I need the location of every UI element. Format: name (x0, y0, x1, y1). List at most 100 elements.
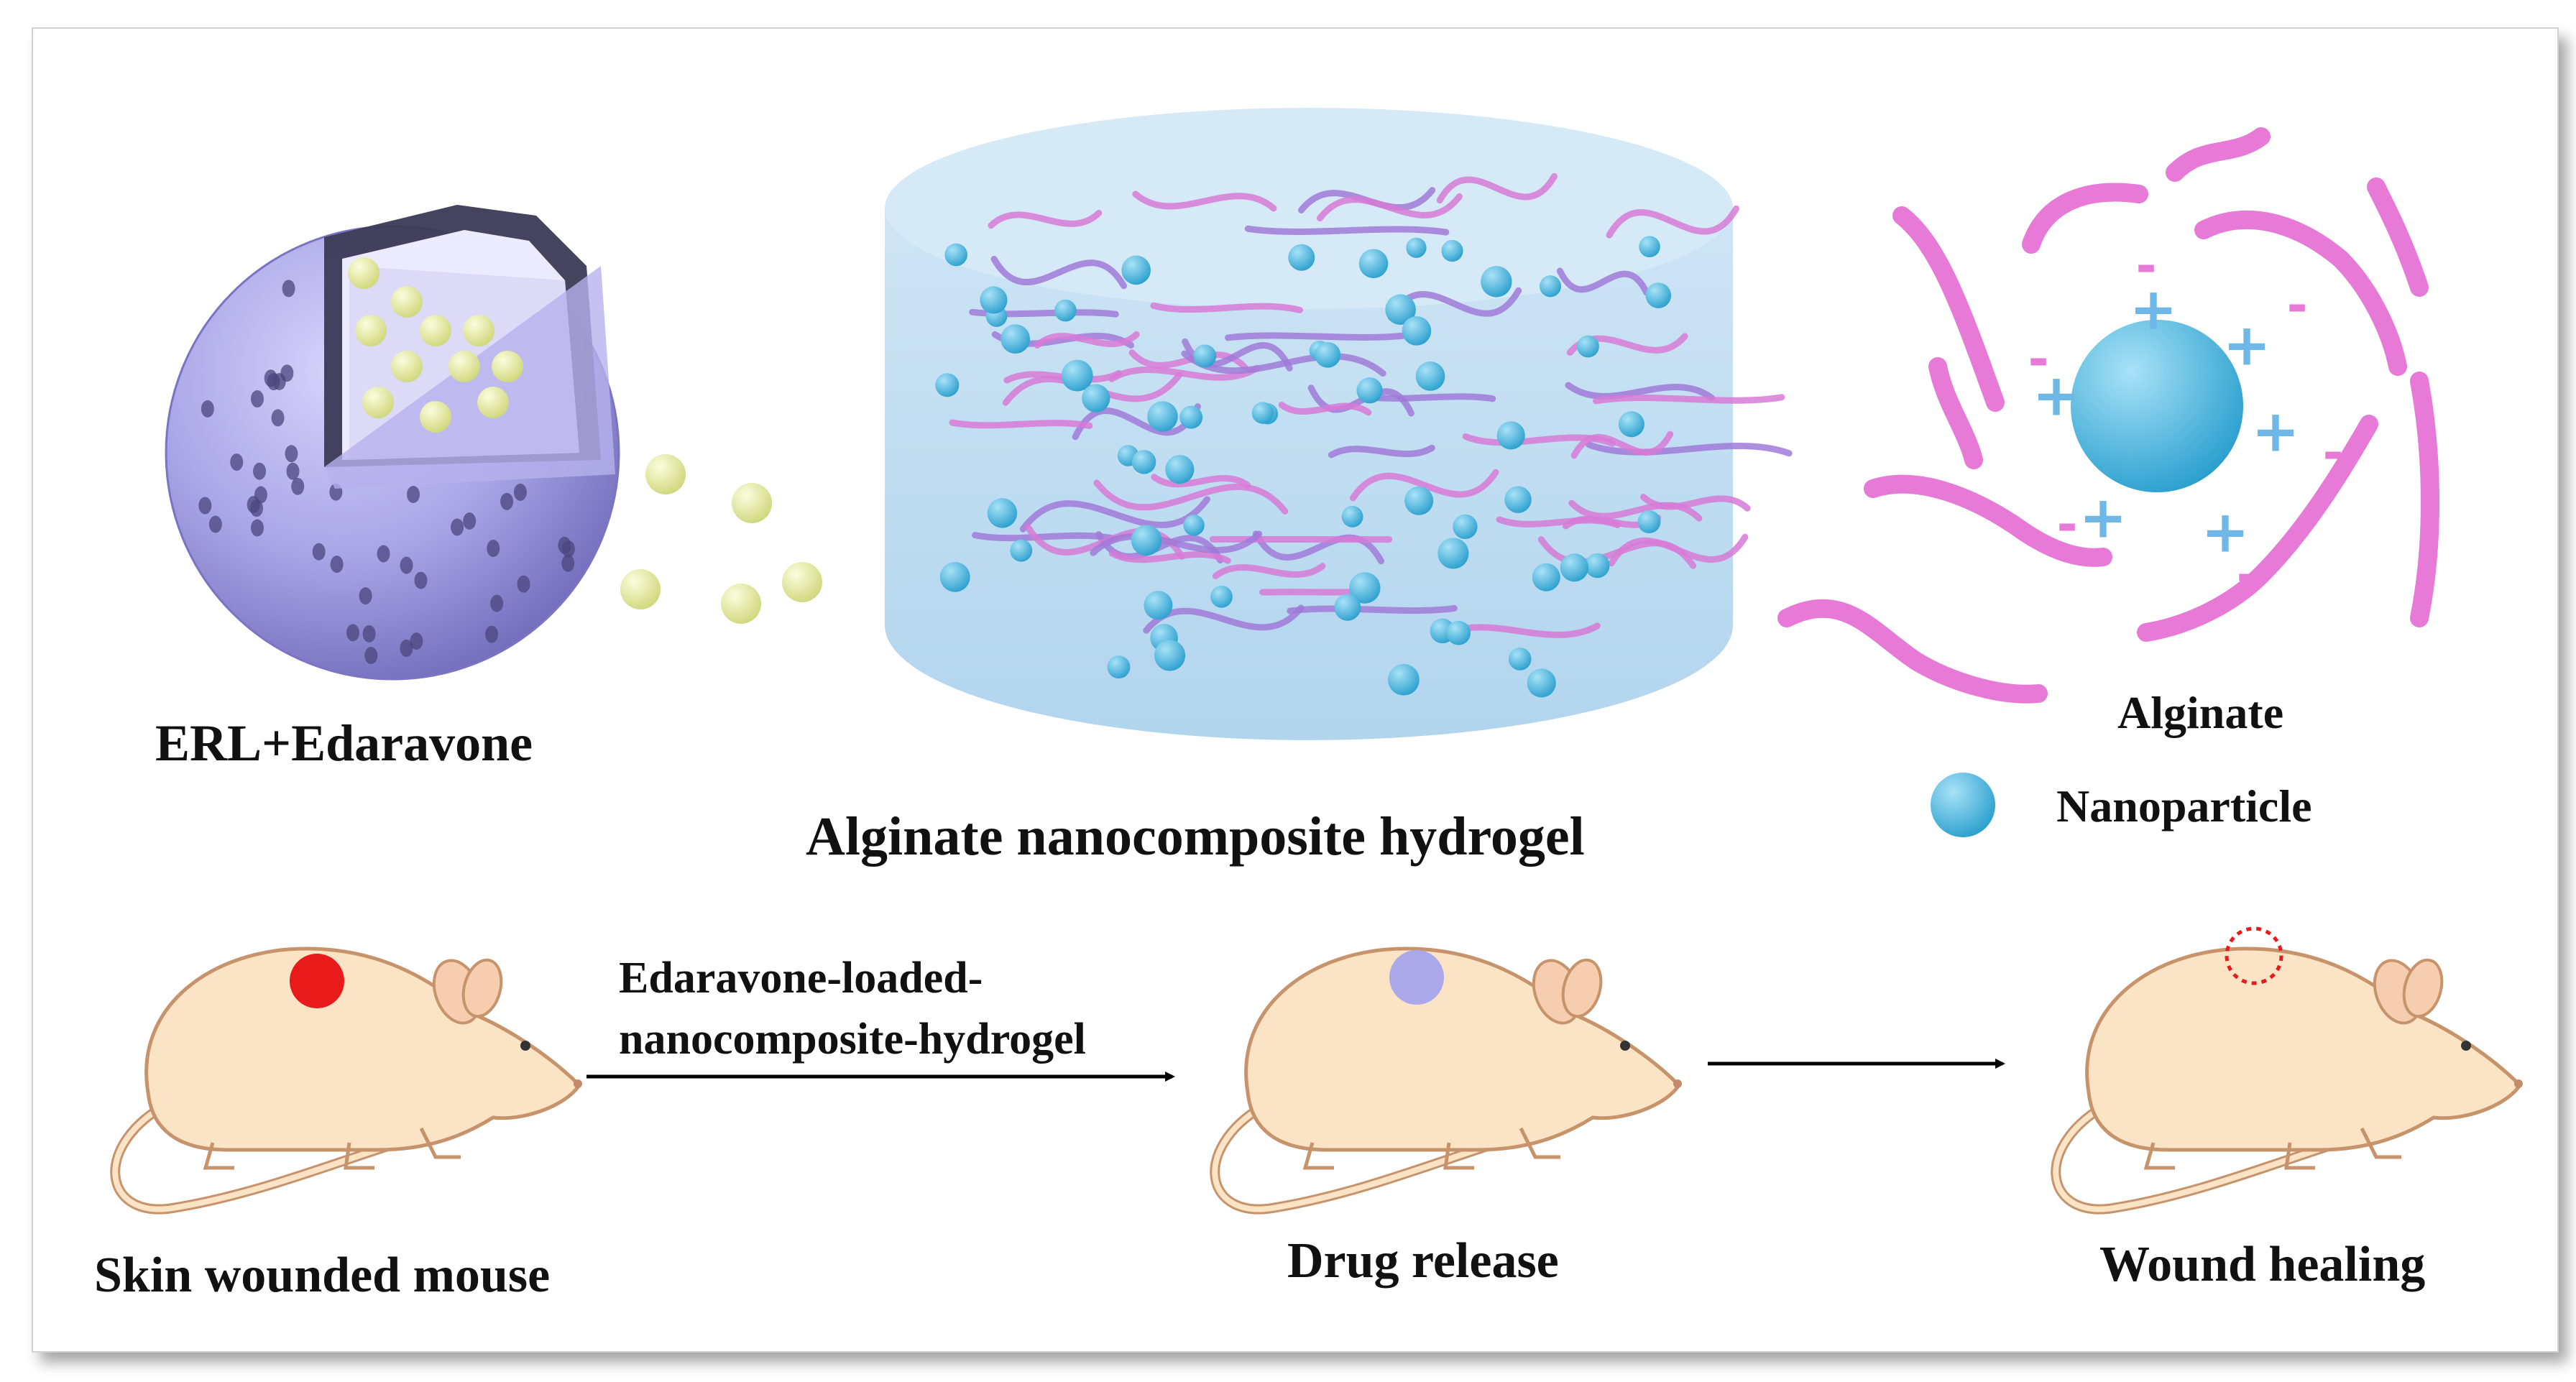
drug-release-label: Drug release (1287, 1233, 1559, 1289)
negative-charge: - (2135, 236, 2156, 295)
drug-particle (355, 315, 387, 346)
mouse-leg (2143, 1142, 2175, 1170)
encapsulated-drug (348, 257, 523, 433)
gel-nanoparticle (1121, 255, 1151, 285)
pore (400, 556, 413, 574)
mouse-eye (1620, 1041, 1630, 1051)
pore (253, 462, 267, 480)
pore (362, 625, 376, 642)
alginate-np-interaction: ++++++------ (1864, 127, 2439, 642)
drug-particle (391, 351, 423, 382)
released-drug (721, 584, 761, 624)
drug-particle (391, 286, 423, 318)
gel-nanoparticle (1645, 282, 1672, 308)
gel-nanoparticle (1385, 294, 1416, 326)
gel-nanoparticle (1210, 585, 1233, 608)
pore (254, 486, 267, 504)
pore (359, 587, 372, 605)
gel-nanoparticle (1054, 299, 1077, 322)
gel-nanoparticle (1388, 663, 1420, 696)
alginate-strand (1892, 206, 2005, 412)
gel-nanoparticle (1402, 316, 1432, 346)
released-drug (645, 454, 686, 494)
alginate-fiber (1181, 350, 1386, 377)
gel-nanoparticle (1082, 384, 1110, 413)
mouse-body (1244, 946, 1682, 1152)
alginate-fiber (1150, 302, 1303, 313)
positive-charge: + (2129, 276, 2177, 343)
alginate-fiber (1151, 474, 1251, 489)
mouse-leg (2360, 1127, 2401, 1159)
drug-particle (492, 351, 523, 382)
schematic-diagram: ++++++------ (110, 108, 2523, 1215)
figure-frame: ++++++------ ERL+Edaravone Alginate nano… (32, 27, 2559, 1353)
alginate-fiber (1586, 441, 1793, 457)
pore (291, 477, 305, 495)
gel-nanoparticle (1577, 335, 1599, 358)
arrow-label-line2: nanocomposite-hydrogel (619, 1015, 1086, 1064)
pore (230, 453, 244, 471)
erl-edaravone-label: ERL+Edaravone (155, 714, 533, 772)
gel-nanoparticle (1406, 237, 1427, 258)
gel-nanoparticle (1179, 405, 1203, 429)
alginate-fiber (1252, 530, 1384, 565)
legend-nanoparticle-swatch (1931, 773, 1995, 837)
gel-nanoparticle (1504, 486, 1532, 513)
liposome-sphere (165, 205, 620, 681)
wound-healing-label: Wound healing (2099, 1237, 2426, 1292)
pore (282, 280, 295, 298)
skin-wounded-mouse-label: Skin wounded mouse (94, 1248, 551, 1303)
gel-nanoparticle (944, 243, 967, 267)
mouse-body (2085, 946, 2523, 1152)
gel-nanoparticle (1288, 244, 1315, 271)
gel-nanoparticle (1144, 591, 1173, 620)
gel-nanoparticle (1508, 648, 1532, 671)
alginate-network (949, 172, 1793, 640)
pore (377, 545, 390, 563)
gel-nanoparticle (1356, 377, 1383, 404)
gel-nanoparticle (1441, 240, 1463, 262)
alginate-fiber (1496, 516, 1621, 528)
gel-nanoparticle (1334, 594, 1361, 621)
legend (1777, 599, 2048, 837)
alginate-fiber (1072, 403, 1201, 441)
alginate-fiber (1606, 205, 1740, 239)
alginate-fiber (972, 532, 1118, 542)
pore (463, 512, 477, 530)
gel-nanoparticle (1481, 266, 1512, 298)
mouse-leg (2284, 1142, 2315, 1170)
pore (451, 518, 464, 536)
gel-nanoparticle (1527, 668, 1556, 698)
treated-mouse (1210, 946, 1682, 1215)
pore (264, 369, 277, 387)
healed-mouse (2051, 946, 2523, 1215)
central-nanoparticle (2071, 320, 2243, 492)
pore (286, 462, 300, 480)
mouse-nose (1673, 1079, 1682, 1088)
mouse-tail-fill (1212, 1104, 1524, 1212)
alginate-strand (2137, 415, 2378, 642)
released-drug (620, 569, 661, 609)
gel-nanoparticle (1315, 341, 1341, 368)
mouse-leg (419, 1127, 461, 1159)
gel-nanoparticles (935, 236, 1672, 698)
gel-nanoparticle (1061, 359, 1093, 392)
pore (201, 400, 214, 418)
gel-nanoparticle (1147, 401, 1178, 432)
arrow-label-line1: Edaravone-loaded- (619, 954, 983, 1003)
mouse-eye (520, 1041, 530, 1051)
surface-charges: ++++++------ (2028, 236, 2343, 604)
pore (487, 539, 500, 557)
pore (410, 632, 423, 650)
gel-nanoparticle (1496, 421, 1525, 450)
gel-nanoparticle (987, 498, 1018, 528)
alginate-fiber (1568, 499, 1703, 522)
pore (485, 625, 499, 643)
gel-nanoparticle (1438, 538, 1469, 569)
pore (517, 575, 530, 593)
gel-nanoparticle (1532, 563, 1560, 591)
positive-charge: + (2201, 499, 2249, 566)
alginate-fiber (1244, 225, 1450, 236)
gel-nanoparticle (1193, 344, 1217, 368)
alginate-fiber (1307, 384, 1414, 417)
